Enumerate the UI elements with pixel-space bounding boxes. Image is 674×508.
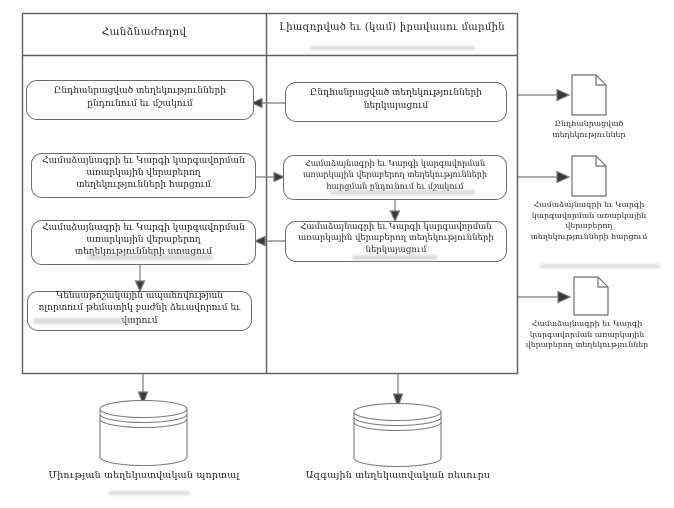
erased-text-artifact: [108, 491, 190, 495]
database-icon-union-portal: [99, 399, 188, 467]
swimlane-frame: [21, 12, 519, 375]
process-box-label: Համաձայնագրի եւ Կարգի կարգավորման առարկա…: [298, 221, 494, 255]
arrow-to-doc-generalized: [518, 88, 571, 102]
arrow-r1-to-l1: [250, 97, 285, 109]
arrow-l3-to-l4: [134, 265, 146, 293]
document-icon-info-request: [571, 155, 607, 197]
arrow-commission-to-union-portal: [137, 374, 149, 406]
arrow-r2-to-r3: [389, 200, 401, 223]
document-label-info-request: Համաձայնագրի եւ Կարգի կարգավորման առարկա…: [530, 200, 648, 241]
arrow-authority-to-national-resource: [392, 374, 404, 409]
lane-title-authority: Լիազորված եւ (կամ) իրավասու մարմին: [279, 22, 505, 33]
process-box-thematic-section: Կենսաթոշակային ապահովության ոլորտում թեմ…: [27, 291, 252, 331]
arrow-to-doc-info: [518, 290, 572, 304]
arrow-to-doc-request: [518, 170, 571, 184]
arrow-l2-to-r2: [256, 171, 286, 183]
process-box-submit-generalized: Ընդհանրացված տեղեկությունների ներկայացու…: [285, 82, 507, 122]
swimlane-outer-border: [21, 12, 519, 375]
document-label-related-info: Համաձայնագրի եւ Կարգի կարգավորման առարկա…: [525, 319, 649, 350]
datastore-label-union-portal: Միության տեղեկատվական պորտալ: [48, 470, 240, 481]
process-box-receive-info: Համաձայնագրի եւ Կարգի կարգավորման առարկա…: [31, 220, 256, 265]
process-box-label: Համաձայնագրի եւ Կարգի կարգավորման առարկա…: [42, 222, 245, 258]
erased-text-artifact: [352, 255, 437, 260]
erased-text-artifact: [88, 254, 213, 260]
erased-text-artifact: [33, 318, 131, 324]
document-label-generalized-info: Ընդհանրացված տեղեկություններ: [552, 119, 626, 139]
datastore-label-national-resource: Ազգային տեղեկատվական ռեսուրս: [305, 470, 491, 481]
document-icon-related-info: [573, 276, 609, 316]
arrow-r3-to-l3: [253, 235, 285, 247]
lane-title-commission: Հանձնաժողով: [101, 26, 187, 38]
document-icon-generalized-info: [571, 74, 607, 116]
erased-text-artifact: [330, 190, 475, 195]
database-icon-national-resource: [353, 402, 442, 468]
process-box-label: Կենսաթոշակային ապահովության ոլորտում թեմ…: [38, 291, 241, 326]
erased-text-artifact: [540, 264, 660, 268]
process-box-label: Համաձայնագրի եւ Կարգի կարգավորման առարկա…: [302, 159, 488, 191]
process-box-label: Ընդհանրացված տեղեկությունների ընդունում …: [54, 86, 226, 109]
process-box-receive-generalized: Ընդհանրացված տեղեկությունների ընդունում …: [26, 80, 254, 120]
process-box-label: Ընդհանրացված տեղեկությունների ներկայացու…: [310, 88, 482, 111]
process-box-request-info: Համաձայնագրի եւ Կարգի կարգավորման առարկա…: [31, 153, 256, 198]
process-box-label: Համաձայնագրի եւ Կարգի կարգավորման առարկա…: [42, 155, 245, 191]
erased-text-artifact: [310, 46, 475, 50]
